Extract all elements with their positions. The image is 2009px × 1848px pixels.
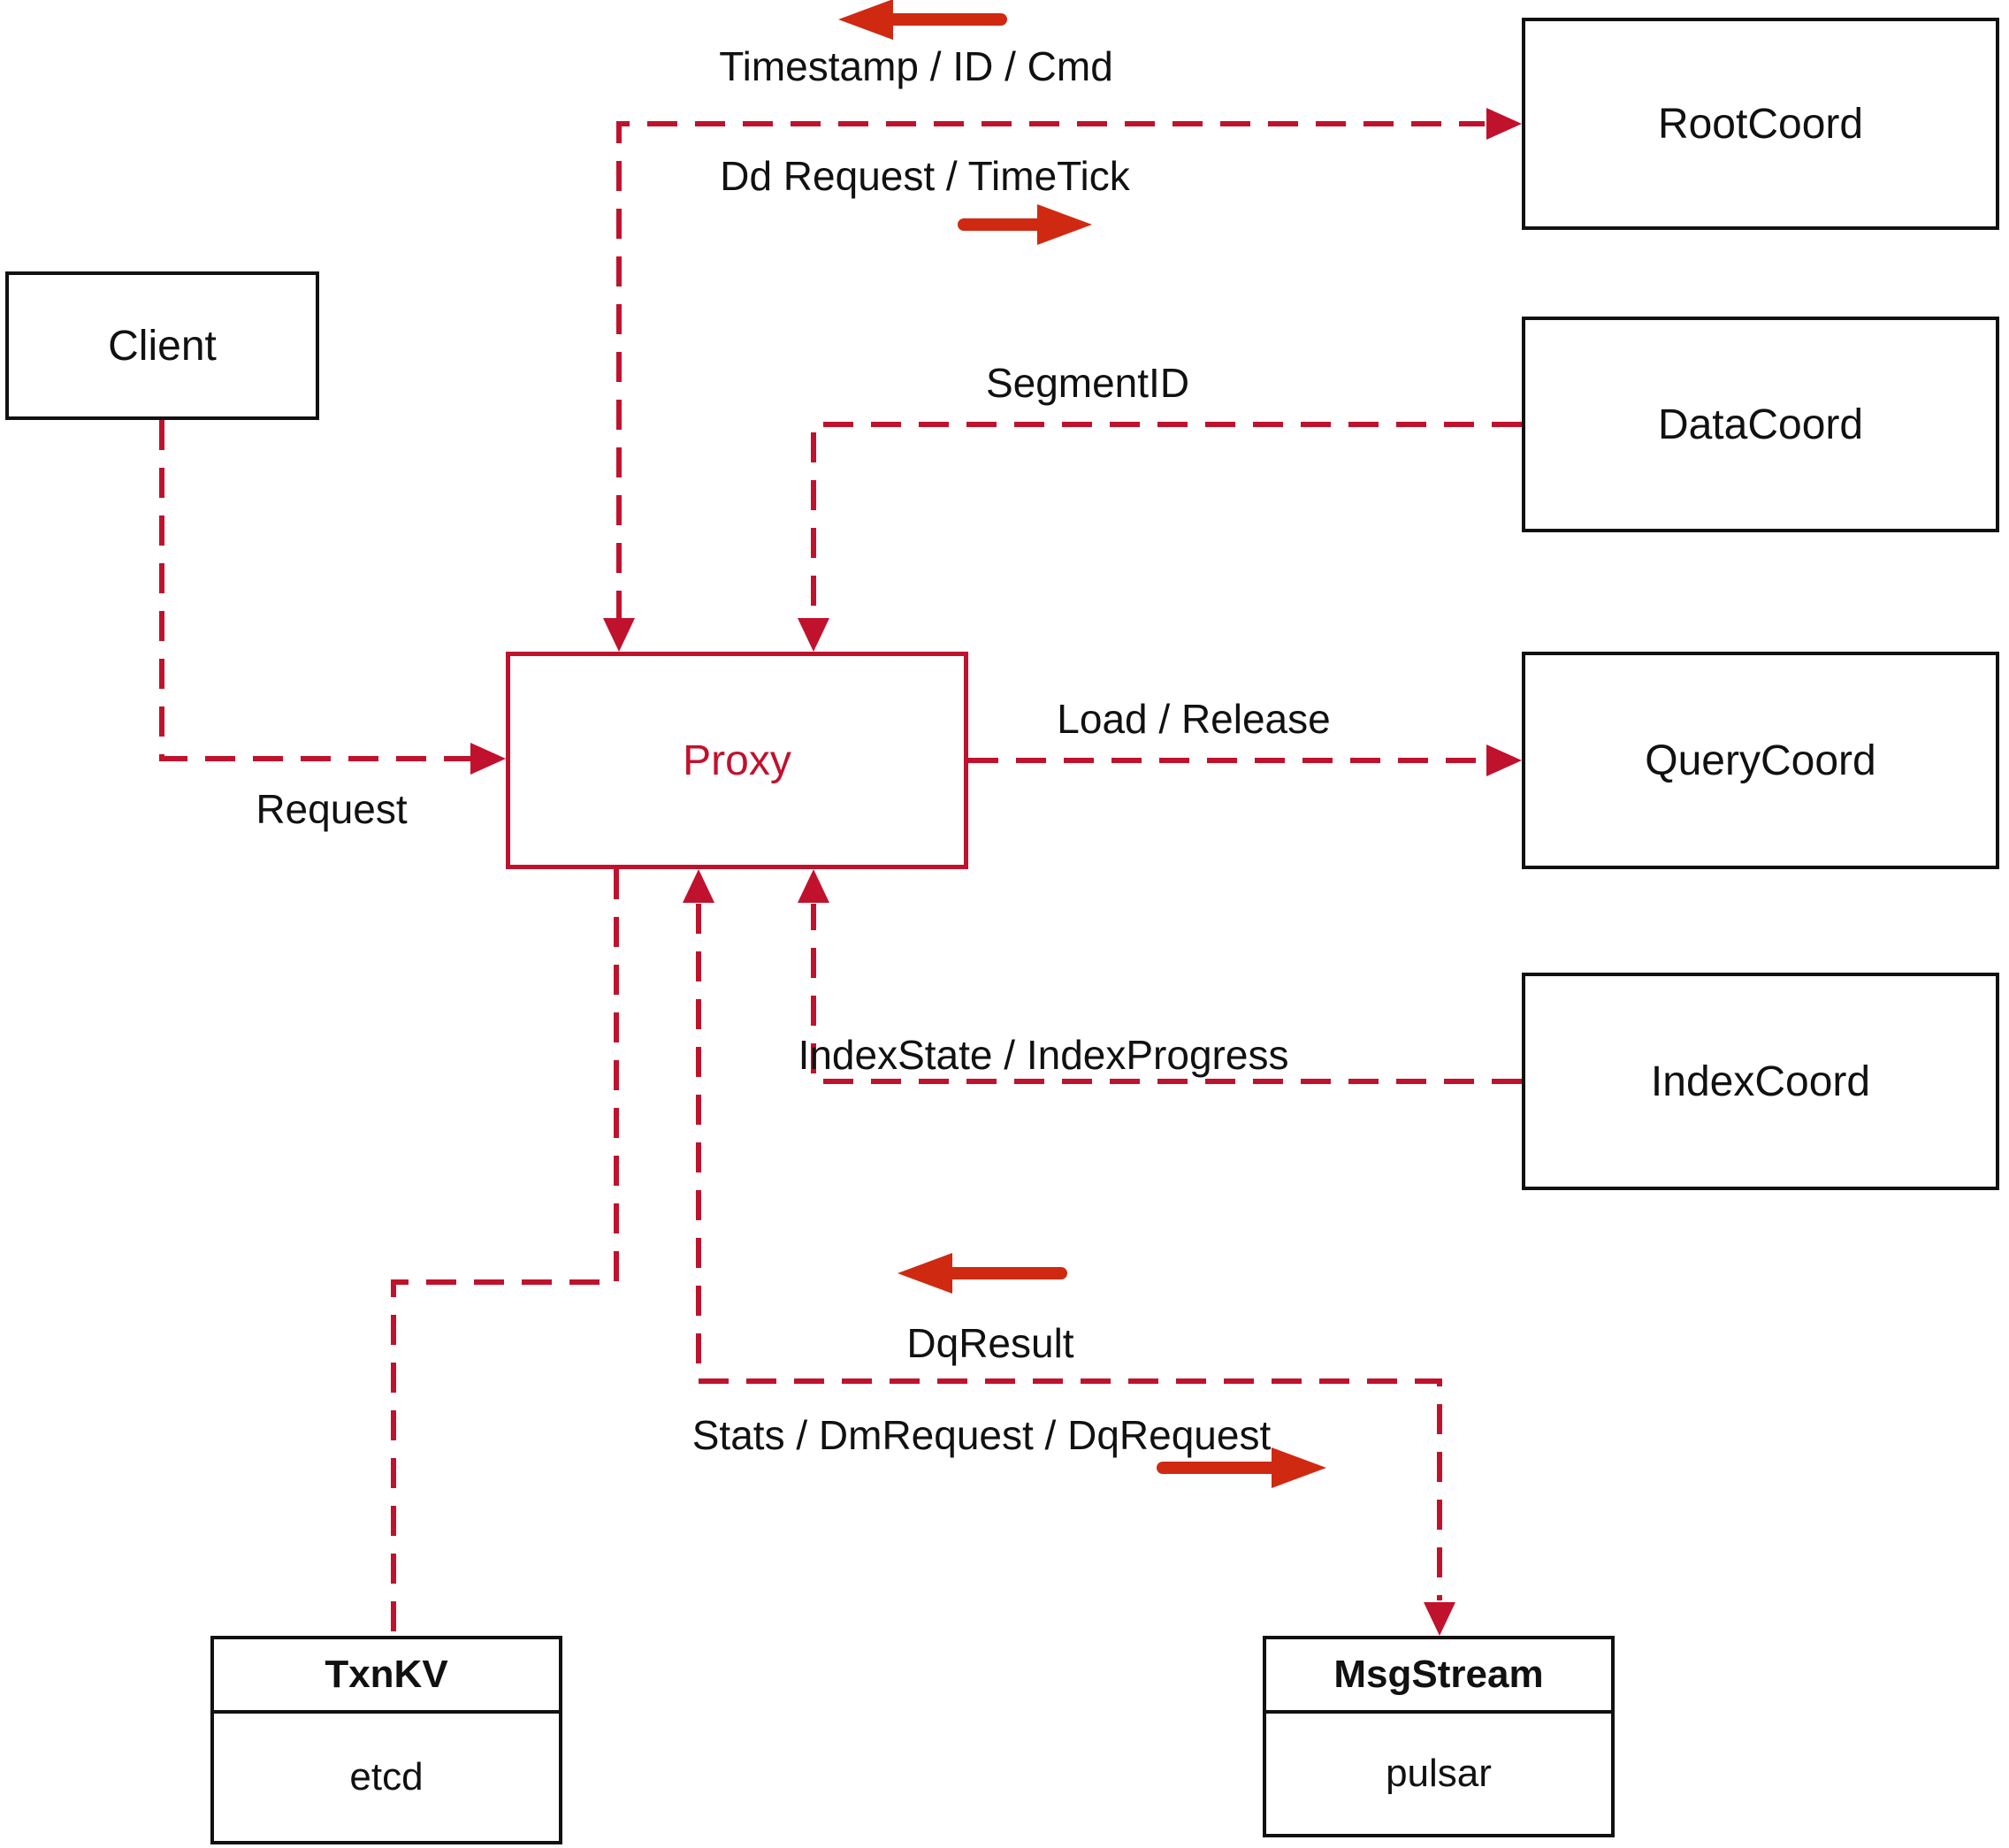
datacoord-label: DataCoord [1657,401,1864,448]
ddrequest-direction-right-arrow-icon [1037,204,1092,245]
node-client: Client [5,271,319,420]
rootcoord-label: RootCoord [1657,100,1864,148]
node-msgstream: MsgStream pulsar [1263,1636,1615,1837]
label-request: Request [256,786,408,832]
edge-indexcoord-proxy [811,904,1522,1084]
label-index-state-progress: IndexState / IndexProgress [798,1032,1289,1078]
label-timestamp-id-cmd: Timestamp / ID / Cmd [719,43,1113,89]
label-load-release: Load / Release [1057,696,1331,742]
arrowhead-into-proxy-top-right-icon [798,618,829,652]
node-datacoord: DataCoord [1522,317,1999,532]
edge-proxy-msgstream [696,904,1442,1600]
node-proxy: Proxy [506,652,968,869]
stats-direction-right-arrow-icon [1272,1447,1326,1488]
edge-client-proxy [159,420,470,761]
label-stats-dm-dq: Stats / DmRequest / DqRequest [691,1412,1272,1458]
arrowhead-into-proxy-bottom-left-icon [683,869,714,903]
label-segment-id: SegmentID [985,360,1190,406]
node-indexcoord: IndexCoord [1522,973,1999,1190]
label-dd-request-timetick: Dd Request / TimeTick [720,153,1130,199]
dqresult-direction-left-arrow-icon [898,1253,952,1294]
msgstream-title: MsgStream [1266,1639,1611,1714]
indexcoord-label: IndexCoord [1650,1058,1871,1105]
txnkv-subtitle: etcd [349,1755,424,1798]
txnkv-title: TxnKV [214,1639,559,1714]
timestamp-direction-left-arrow-icon [838,0,893,40]
arrowhead-into-proxy-top-left-icon [603,618,635,652]
edge-datacoord-proxy [811,422,1522,619]
edge-proxy-rootcoord [616,121,1485,621]
arrowhead-into-querycoord-icon [1486,745,1522,776]
arrowhead-into-proxy-bottom-right-icon [798,869,829,903]
label-dq-result: DqResult [906,1320,1074,1366]
edge-proxy-txnkv [391,869,619,1636]
arrowhead-into-msgstream-icon [1424,1602,1455,1636]
querycoord-label: QueryCoord [1645,737,1876,784]
node-txnkv: TxnKV etcd [210,1636,562,1844]
arrowhead-into-rootcoord-icon [1486,108,1522,140]
arrowhead-into-proxy-left-icon [470,743,506,775]
msgstream-subtitle: pulsar [1386,1752,1492,1795]
proxy-label: Proxy [683,737,791,784]
node-rootcoord: RootCoord [1522,18,1999,230]
node-querycoord: QueryCoord [1522,652,1999,869]
client-label: Client [108,322,217,370]
